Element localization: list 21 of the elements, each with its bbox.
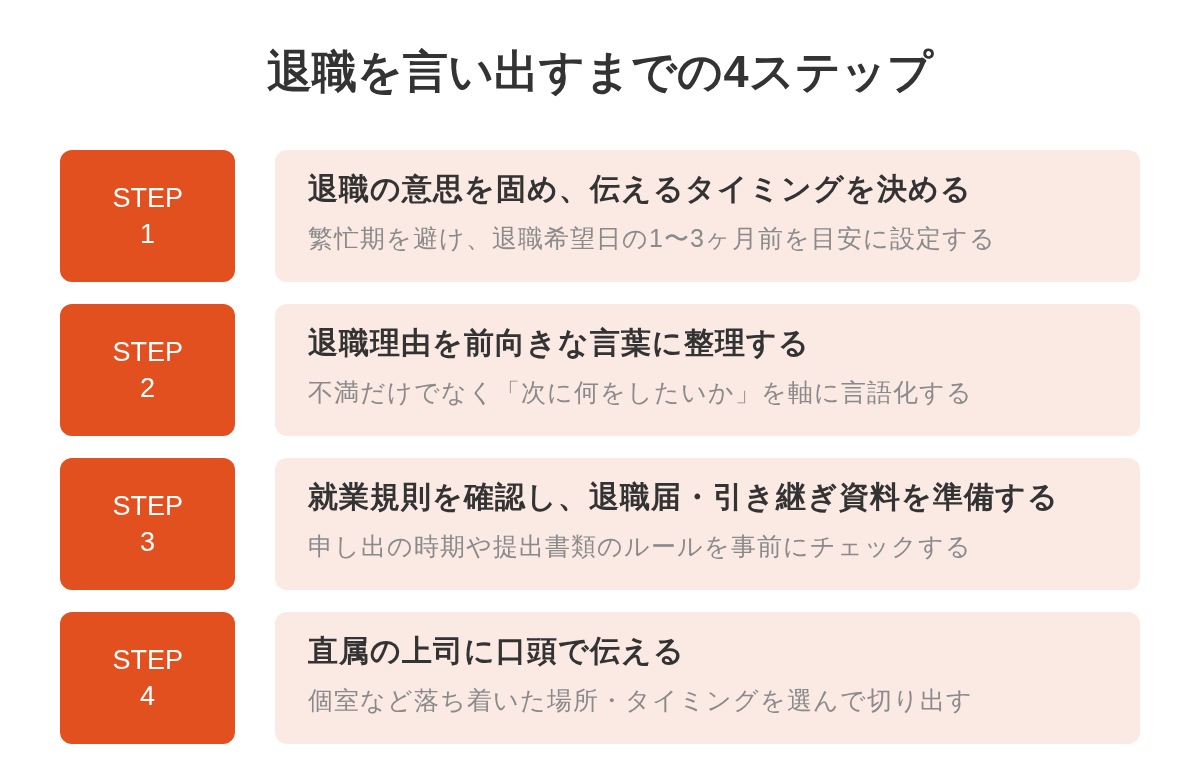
step-card	[275, 612, 1140, 744]
step-label: STEP 4	[112, 644, 183, 713]
step-badge	[60, 612, 235, 744]
step-label: STEP 2	[112, 336, 183, 405]
step-heading: 退職理由を前向きな言葉に整理する	[308, 325, 810, 361]
step-heading: 就業規則を確認し、退職届・引き継ぎ資料を準備する	[308, 479, 1059, 515]
step-heading: 直属の上司に口頭で伝える	[308, 633, 685, 669]
step-card	[275, 304, 1140, 436]
step-heading: 退職の意思を固め、伝えるタイミングを決める	[308, 171, 972, 207]
step-description: 繁忙期を避け、退職希望日の1〜3ヶ月前を目安に設定する	[308, 223, 996, 254]
step-description: 不満だけでなく「次に何をしたいか」を軸に言語化する	[308, 377, 973, 408]
step-badge	[60, 150, 235, 282]
step-card	[275, 458, 1140, 590]
step-badge	[60, 458, 235, 590]
step-label: STEP 3	[112, 490, 183, 559]
diagram-title: 退職を言い出すまでの4ステップ	[267, 46, 933, 97]
step-card	[275, 150, 1140, 282]
step-label: STEP 1	[112, 182, 183, 251]
step-description: 個室など落ち着いた場所・タイミングを選んで切り出す	[308, 685, 973, 716]
step-description: 申し出の時期や提出書類のルールを事前にチェックする	[308, 531, 972, 562]
step-badge	[60, 304, 235, 436]
